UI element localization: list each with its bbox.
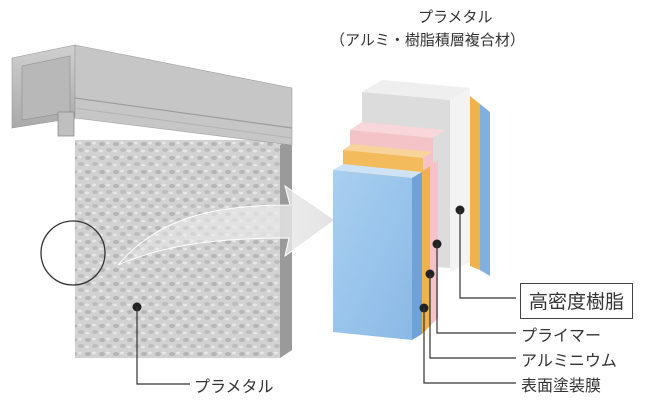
aluminum-top: [343, 144, 432, 158]
aluminum-edge: [422, 166, 430, 334]
panel-leader: [132, 302, 190, 385]
diagram-subtitle: （アルミ・樹脂積層複合材）: [330, 31, 525, 49]
back-aluminum-side: [470, 96, 480, 270]
callout-leaders: [419, 205, 516, 384]
coating-top: [333, 164, 422, 178]
transition-arrow: [117, 184, 336, 266]
rail-groove-2: [74, 107, 293, 139]
resin-top: [362, 80, 470, 100]
line-primer: [436, 244, 516, 334]
layer-stack: [333, 80, 490, 340]
panel-front: [75, 140, 280, 358]
callout-aluminum: アルミニウム: [521, 351, 617, 370]
rail-slot: [21, 55, 71, 121]
line-resin: [459, 210, 516, 299]
primer-top: [350, 122, 445, 138]
diagram-title: プラメタル: [418, 8, 493, 26]
callout-primer: プライマー: [521, 326, 602, 345]
magnifier-circle: [40, 220, 106, 286]
panel-illustration: [11, 44, 336, 358]
callout-panel: プラメタル: [194, 377, 274, 396]
rail-clip: [57, 111, 75, 137]
panel-leader-line: [136, 307, 190, 385]
rail-side: [74, 44, 293, 146]
line-aluminum: [429, 274, 516, 359]
callout-surface-coating: 表面塗装膜: [521, 376, 602, 395]
coating-side: [412, 172, 422, 340]
coating-front: [333, 170, 412, 340]
rail-groove: [74, 97, 293, 129]
line-coating: [423, 308, 516, 384]
resin-side: [450, 88, 470, 272]
back-coating-side: [480, 104, 490, 276]
callout-high-density-resin: 高密度樹脂: [520, 283, 634, 319]
